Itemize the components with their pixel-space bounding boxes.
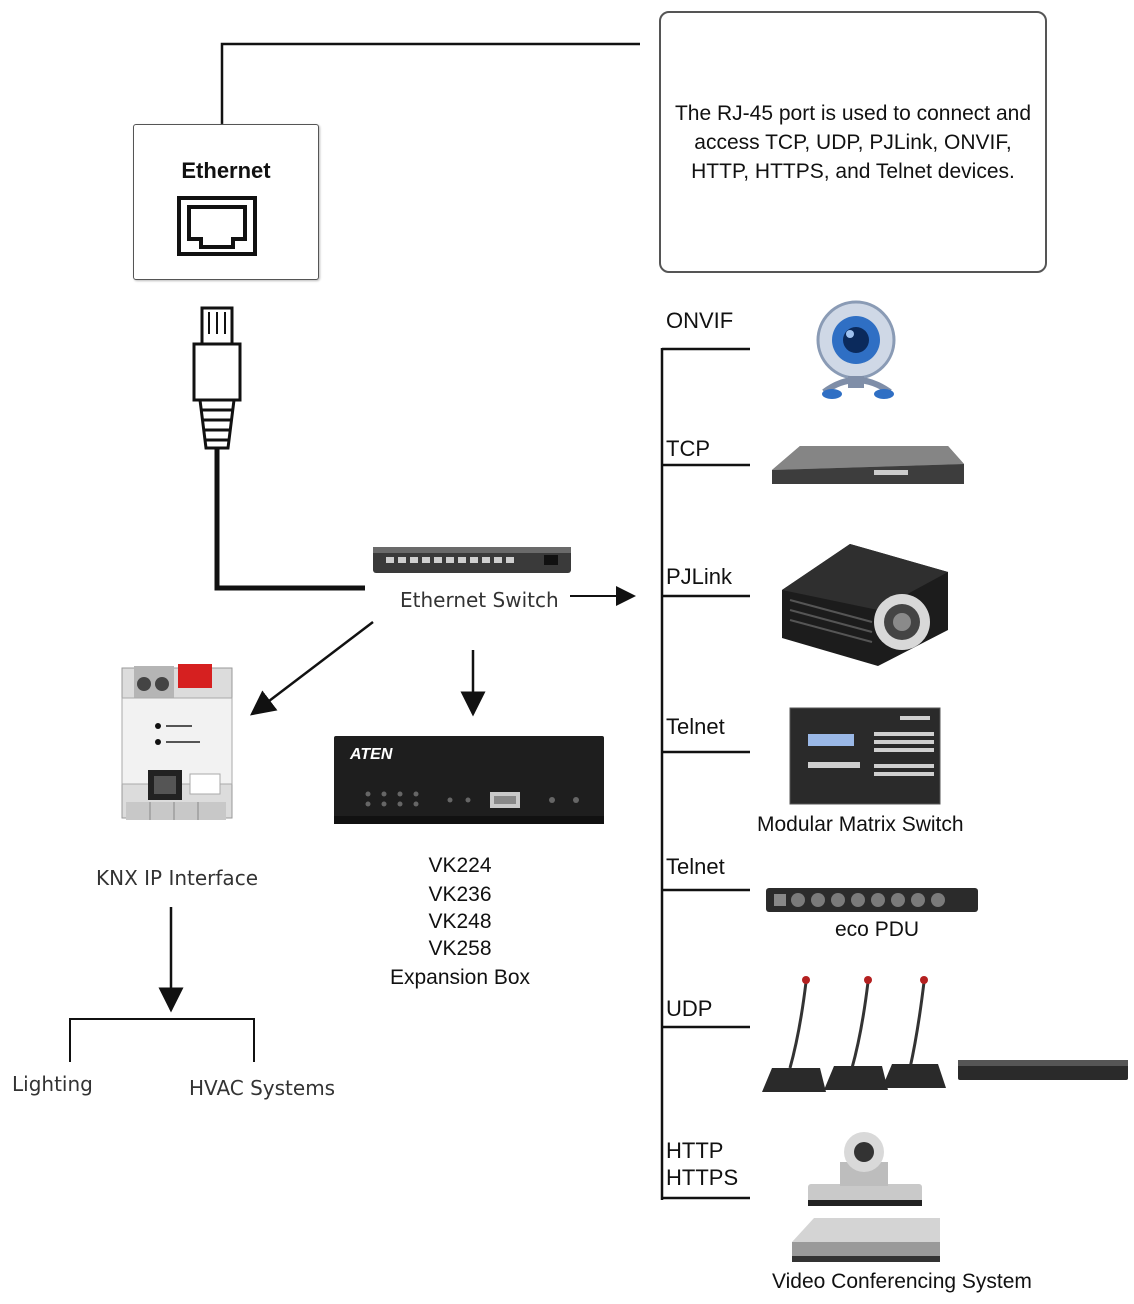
lighting-label: Lighting — [12, 1072, 93, 1096]
protocol-udp: UDP — [666, 996, 713, 1021]
ethernet-switch-label: Ethernet Switch — [400, 588, 559, 612]
matrix-switch-icon — [789, 707, 941, 805]
protocol-telnet-2: Telnet — [666, 854, 725, 879]
knx-module-icon — [121, 664, 233, 820]
expansion-box-label: Expansion Box — [389, 966, 531, 989]
protocol-tcp: TCP — [666, 436, 710, 461]
ptz-camera-icon — [808, 1132, 922, 1206]
pdu-caption: eco PDU — [835, 918, 920, 941]
vk258-label: VK258 — [428, 937, 492, 960]
callout-box: The RJ-45 port is used to connect and ac… — [659, 11, 1047, 273]
video-conf-caption: Video Conferencing System — [772, 1270, 1032, 1293]
network-box-icon — [772, 446, 964, 484]
conference-mic-icon — [762, 976, 1128, 1092]
pdu-icon — [766, 888, 978, 912]
vk248-label: VK248 — [428, 910, 492, 933]
ethernet-title: Ethernet — [181, 158, 271, 183]
protocol-https: HTTPS — [666, 1165, 739, 1190]
ip-camera-icon — [816, 300, 896, 399]
ethernet-port-panel: Ethernet — [133, 124, 319, 280]
projector-icon — [782, 544, 948, 666]
expansion-box-icon — [334, 736, 604, 824]
matrix-switch-caption: Modular Matrix Switch — [757, 813, 964, 836]
ethernet-switch-icon — [373, 547, 571, 573]
hvac-label: HVAC Systems — [189, 1076, 336, 1100]
vk236-label: VK236 — [428, 883, 492, 906]
rj45-port-icon — [177, 196, 257, 256]
protocol-http: HTTP — [666, 1138, 724, 1163]
protocol-telnet-1: Telnet — [666, 714, 725, 739]
callout-text: The RJ-45 port is used to connect and ac… — [674, 102, 1032, 183]
rj45-plug-icon — [192, 306, 242, 450]
vk224-label: VK224 — [428, 854, 492, 877]
protocol-pjlink: PJLink — [666, 564, 733, 589]
codec-icon — [792, 1218, 940, 1262]
protocol-onvif: ONVIF — [666, 308, 734, 333]
knx-label: KNX IP Interface — [96, 866, 258, 890]
aten-logo: ATEN — [350, 746, 393, 763]
